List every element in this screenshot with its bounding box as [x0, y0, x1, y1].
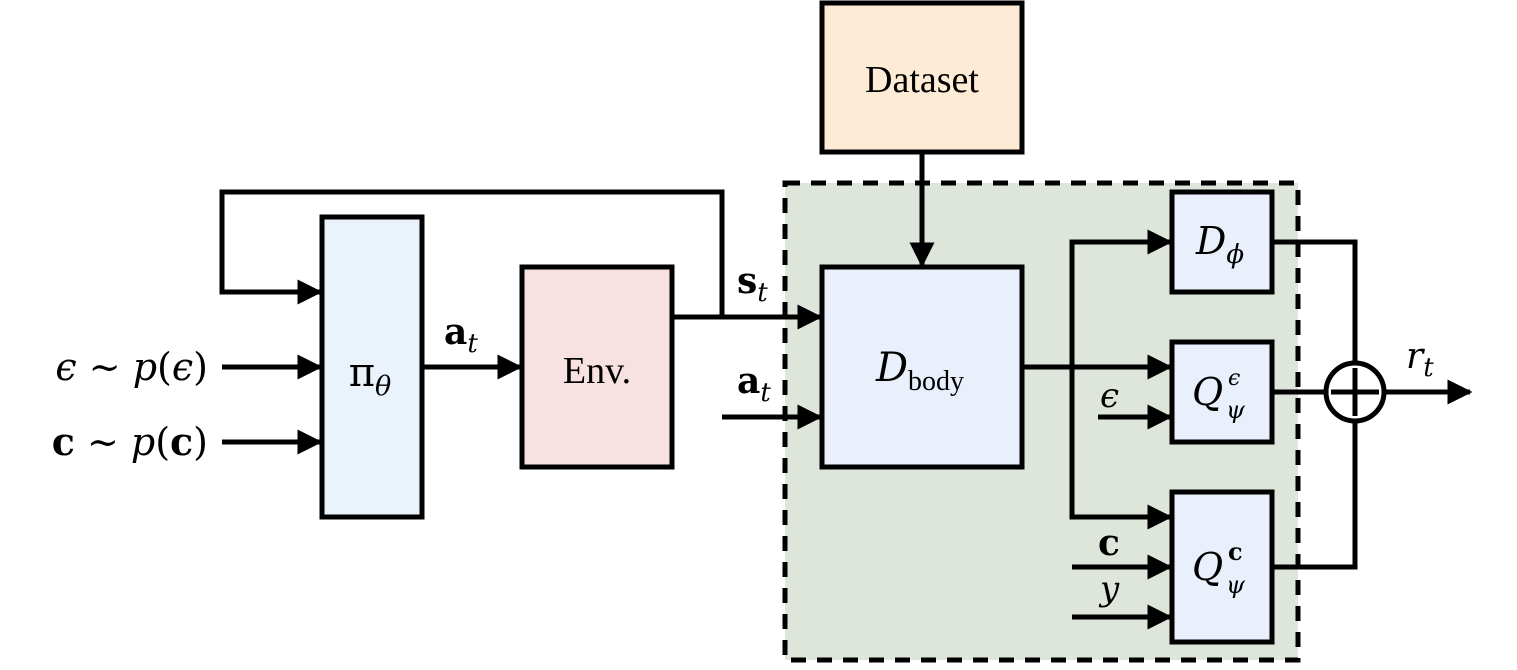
dataset-label: Dataset — [865, 59, 979, 101]
qeps-box — [1169, 339, 1275, 445]
y-label: y — [1098, 569, 1120, 609]
action-label: at — [444, 311, 478, 359]
svg-text:Q: Q — [1192, 370, 1223, 414]
svg-text:ϵ: ϵ — [1228, 366, 1240, 391]
state-label: st — [737, 260, 768, 308]
reward-label: rt — [1406, 336, 1434, 383]
dbody-to-dphi-arrow — [1022, 229, 1173, 370]
svg-text:ψ: ψ — [1226, 571, 1246, 599]
dphi-to-sum-wire — [1272, 239, 1358, 363]
eps-label: ϵ — [1100, 376, 1119, 416]
svg-text:Q: Q — [1192, 545, 1223, 589]
c-label: c — [1098, 522, 1120, 564]
env-box — [519, 264, 675, 470]
qc-to-sum-wire — [1272, 421, 1358, 570]
cond-input-label: c ∼ p(c) — [52, 419, 208, 464]
dataset-box — [819, 0, 1025, 155]
policy-label: πθ — [349, 350, 392, 402]
dphi-label: Dϕ — [1195, 219, 1244, 270]
qc-label: Q c ψ — [1192, 537, 1246, 599]
state-feedback-arrow — [219, 189, 725, 317]
dbody-label: Dbody — [875, 345, 964, 397]
dbody-box — [819, 264, 1025, 470]
svg-text:ψ: ψ — [1226, 396, 1246, 424]
qeps-label: Q ϵ ψ — [1192, 366, 1246, 424]
env-label: Env. — [563, 350, 631, 392]
policy-box — [319, 214, 425, 520]
dphi-box — [1169, 189, 1275, 295]
action2-label: at — [737, 360, 771, 408]
noise-input-label: ϵ ∼ p(ϵ) — [55, 345, 208, 389]
dbody-to-qc-arrow — [1069, 367, 1173, 530]
svg-text:c: c — [1228, 537, 1243, 566]
summation-node: + — [1323, 360, 1387, 424]
